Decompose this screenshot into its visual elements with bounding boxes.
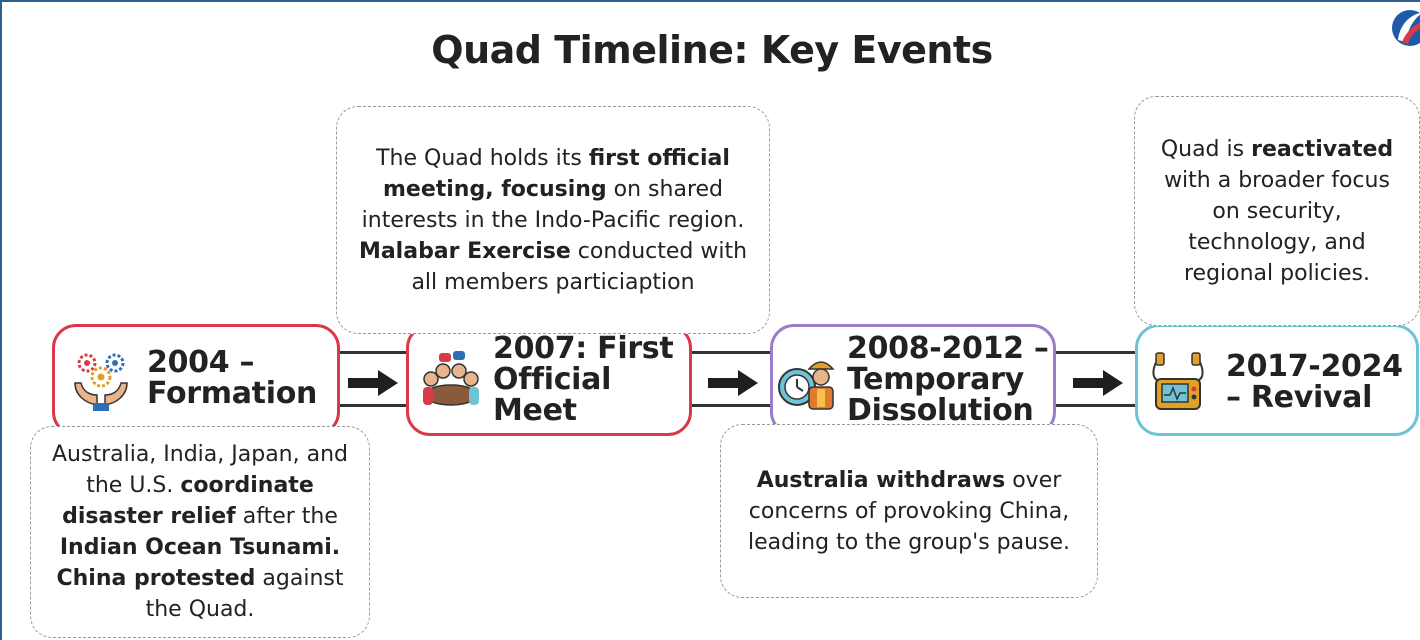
description-text: The Quad holds its first official meetin… bbox=[351, 143, 755, 298]
event-description-formation: Australia, India, Japan, and the U.S. co… bbox=[30, 426, 370, 638]
arrow-right-icon bbox=[348, 370, 398, 396]
description-text: Quad is reactivated with a broader focus… bbox=[1149, 134, 1405, 289]
description-emphasis: reactivated bbox=[1251, 136, 1394, 162]
description-run: Australia, India, Japan, and the U.S. bbox=[51, 442, 348, 498]
brand-logo-icon bbox=[1392, 10, 1420, 46]
description-emphasis: Indian Ocean Tsunami. China protested bbox=[56, 535, 341, 591]
description-run: on shared interests in the Indo-Pacific … bbox=[361, 176, 745, 233]
description-text: Australia, India, Japan, and the U.S. co… bbox=[45, 439, 355, 625]
worker-with-clock-icon bbox=[778, 361, 835, 410]
description-emphasis: coordinate disaster relief bbox=[62, 473, 314, 529]
event-description-first-meet: The Quad holds its first official meetin… bbox=[336, 106, 770, 334]
timeline-connector bbox=[339, 351, 407, 407]
event-label-dissolution: 2008-2012 – Temporary Dissolution bbox=[847, 331, 1049, 428]
event-description-dissolution: Australia withdraws over concerns of pro… bbox=[720, 424, 1098, 598]
gears-in-hands-icon bbox=[74, 353, 128, 411]
event-box-dissolution: 2008-2012 – Temporary Dissolution bbox=[770, 324, 1056, 436]
event-description-revival: Quad is reactivated with a broader focus… bbox=[1134, 96, 1420, 326]
description-run: against the Quad. bbox=[145, 566, 344, 622]
description-run: The Quad holds its bbox=[376, 145, 589, 171]
event-label-revival: 2017-2024 – Revival bbox=[1226, 349, 1403, 415]
description-emphasis: Australia withdraws bbox=[756, 467, 1006, 493]
page-title: Quad Timeline: Key Events bbox=[431, 28, 993, 72]
description-run: with a broader focus on security, techno… bbox=[1164, 167, 1390, 286]
timeline-connector bbox=[691, 351, 771, 407]
description-run: conducted with all members particiaption bbox=[411, 238, 748, 295]
meeting-table-icon bbox=[423, 351, 479, 406]
event-label-formation: 2004 – Formation bbox=[147, 345, 318, 411]
description-emphasis: first official meeting, focusing bbox=[382, 145, 730, 202]
arrow-right-icon bbox=[1073, 370, 1123, 396]
description-run: Quad is bbox=[1160, 136, 1252, 162]
description-run: after the bbox=[235, 504, 338, 529]
description-run: over concerns of provoking China, leadin… bbox=[747, 467, 1071, 555]
defibrillator-icon bbox=[1152, 352, 1204, 410]
description-emphasis: Malabar Exercise bbox=[358, 238, 571, 264]
event-box-revival: 2017-2024 – Revival bbox=[1135, 324, 1419, 436]
event-label-first-meet: 2007: First Official Meet bbox=[493, 331, 674, 428]
timeline-connector bbox=[1055, 351, 1137, 407]
description-text: Australia withdraws over concerns of pro… bbox=[735, 465, 1083, 558]
event-box-first-meet: 2007: First Official Meet bbox=[406, 324, 692, 436]
event-box-formation: 2004 – Formation bbox=[52, 324, 340, 436]
arrow-right-icon bbox=[708, 370, 758, 396]
